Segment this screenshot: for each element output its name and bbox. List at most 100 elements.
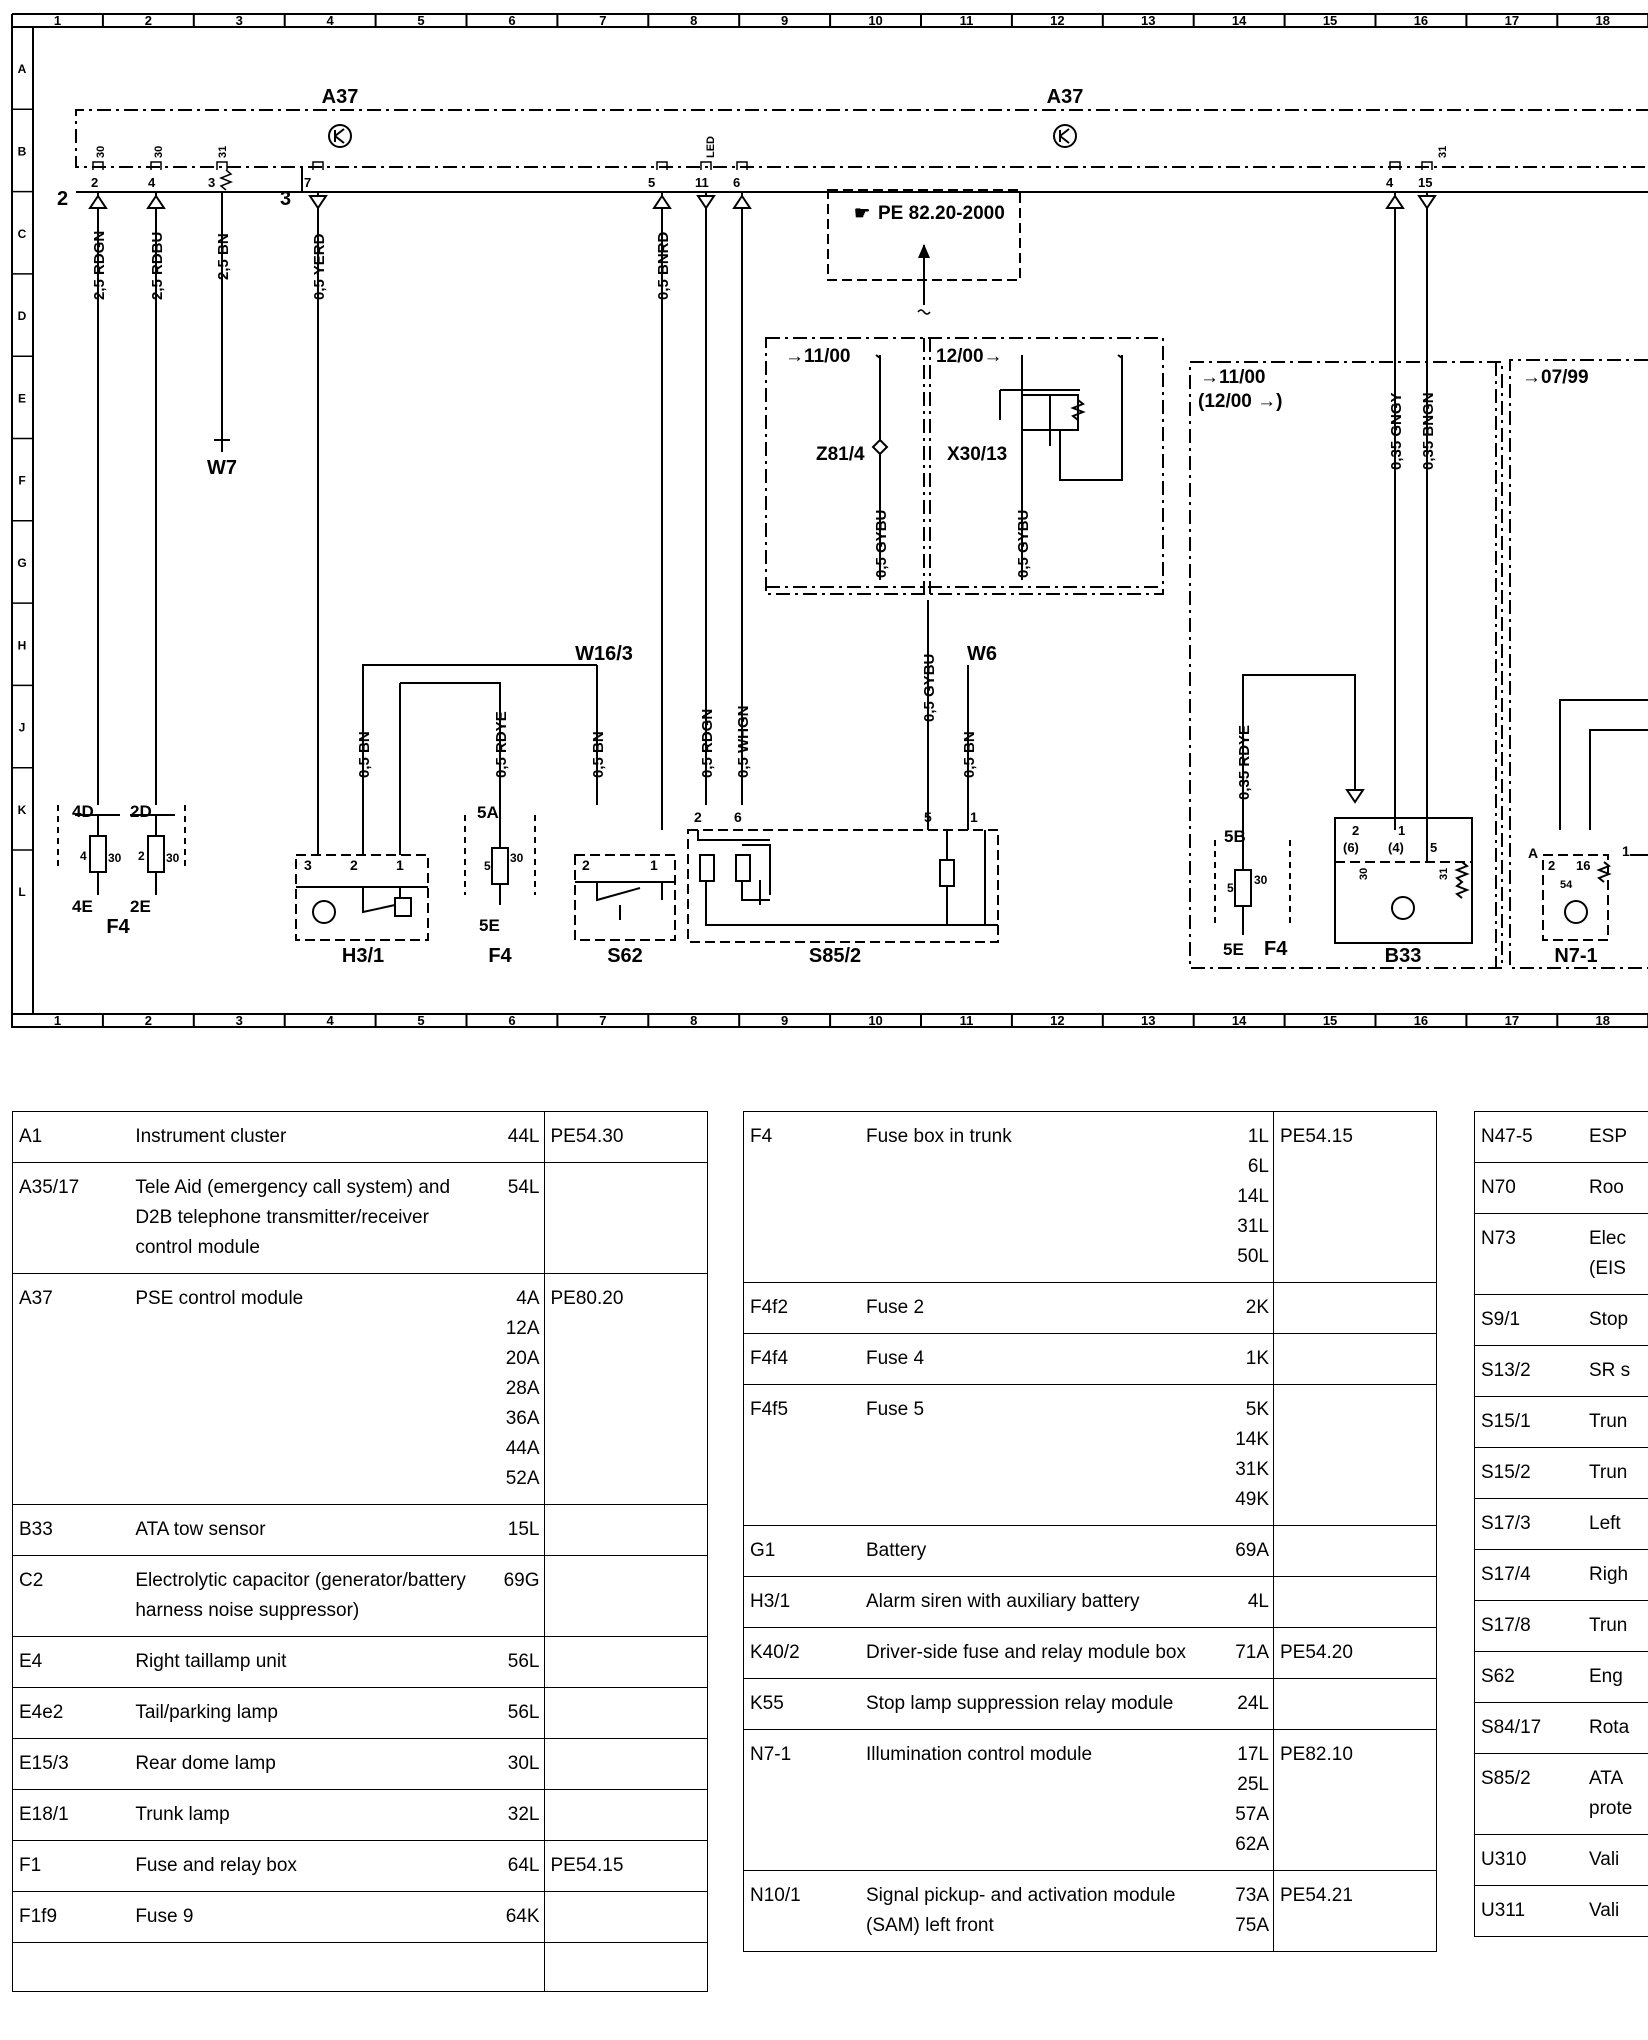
legend-code: S13/2	[1475, 1346, 1584, 1397]
column-number: 9	[781, 13, 788, 28]
h3-1-pin-2: 2	[350, 857, 358, 873]
legend-code: F1	[13, 1841, 130, 1892]
legend-coord: 56L	[487, 1637, 544, 1688]
column-number: 18	[1596, 1013, 1610, 1028]
version-label-1200-b: (12/00 →)	[1198, 391, 1282, 412]
legend-ref: PE54.15	[1274, 1112, 1437, 1283]
legend-code: A37	[13, 1274, 130, 1505]
wire-label-3: 2,5 BN	[215, 233, 232, 280]
a37-left-label: A37	[322, 86, 359, 108]
row-letter: E	[18, 391, 26, 405]
column-number: 8	[690, 13, 697, 28]
row-letter: G	[17, 556, 26, 570]
f4-inner-2: 2	[138, 849, 145, 863]
legend-code: K40/2	[744, 1628, 861, 1679]
legend-desc: Signal pickup- and activation module (SA…	[860, 1871, 1217, 1952]
legend-coord: 4L	[1217, 1577, 1274, 1628]
f4-inner-4: 4	[80, 849, 87, 863]
wire-label-16: 0,35 GNGY	[1388, 392, 1405, 470]
legend-code: N10/1	[744, 1871, 861, 1952]
wire-label-1: 2,5 RDGN	[91, 231, 108, 300]
legend-code: S85/2	[1475, 1754, 1584, 1835]
column-number: 13	[1141, 1013, 1155, 1028]
legend-coord: 2K	[1217, 1283, 1274, 1334]
wire-label-17: 0,35 BNGN	[1420, 392, 1437, 470]
f4-2-pin-5a: 5A	[477, 803, 499, 822]
legend-code: B33	[13, 1505, 130, 1556]
row-letter: K	[18, 803, 27, 817]
legend-blank-cell	[544, 1943, 708, 1992]
column-number: 12	[1050, 1013, 1064, 1028]
pe-reference-icon: ☛	[854, 203, 870, 223]
legend-desc: Fuse 9	[129, 1892, 487, 1943]
legend-code: E15/3	[13, 1739, 130, 1790]
legend-code: E4e2	[13, 1688, 130, 1739]
legend-ref	[544, 1163, 708, 1274]
column-number: 13	[1141, 13, 1155, 28]
wire-label-12: 0,5 GYBU	[1015, 510, 1032, 578]
wire-label-4: 0,5 YERD	[311, 233, 328, 300]
f4-3-pin-5e: 5E	[1223, 940, 1244, 959]
legend-code: U311	[1475, 1886, 1584, 1937]
legend-code: G1	[744, 1526, 861, 1577]
pin-led: LED	[705, 136, 717, 158]
f4-pin-2e: 2E	[130, 897, 151, 916]
row-letter: H	[18, 638, 27, 652]
legend-code: F1f9	[13, 1892, 130, 1943]
version-label-1100: →11/00	[785, 346, 851, 367]
legend-desc: Righ	[1583, 1550, 1648, 1601]
column-number: 18	[1596, 13, 1610, 28]
legend-code: S17/4	[1475, 1550, 1584, 1601]
s85-2-pin-6: 6	[734, 809, 742, 825]
legend-ref	[1274, 1577, 1437, 1628]
column-number: 7	[599, 1013, 606, 1028]
h3-1-pin-1: 1	[396, 857, 404, 873]
column-number: 3	[236, 13, 243, 28]
diagram-frame	[12, 27, 1648, 1027]
column-number: 8	[690, 1013, 697, 1028]
column-number: 4	[327, 1013, 335, 1028]
w6-label: W6	[967, 643, 997, 665]
legend-desc: Roo	[1583, 1163, 1648, 1214]
row-letter: L	[18, 885, 25, 899]
legend-code: S17/8	[1475, 1601, 1584, 1652]
row-letter: B	[18, 144, 27, 158]
x30-13-symbol	[1000, 355, 1122, 480]
n7-1-pin-2: 2	[1548, 858, 1555, 873]
legend-ref	[544, 1892, 708, 1943]
legend-ref: PE80.20	[544, 1274, 708, 1505]
legend-code: F4f4	[744, 1334, 861, 1385]
legend-desc: Tele Aid (emergency call system) and D2B…	[129, 1163, 487, 1274]
legend-code: U310	[1475, 1835, 1584, 1886]
pe-reference-label: PE 82.20-2000	[878, 203, 1005, 224]
column-number: 14	[1232, 1013, 1247, 1028]
legend-coord: 1K	[1217, 1334, 1274, 1385]
column-number: 15	[1323, 1013, 1337, 1028]
wire-label-14: 0,5 BN	[961, 731, 978, 778]
pin-6: 6	[733, 175, 740, 190]
n7-1-block	[1543, 855, 1648, 940]
column-number: 16	[1414, 13, 1428, 28]
wire-label-15: 0,35 RDYE	[1236, 725, 1253, 800]
legend-code: S62	[1475, 1652, 1584, 1703]
legend-desc: Rota	[1583, 1703, 1648, 1754]
column-number: 9	[781, 1013, 788, 1028]
legend-desc: ESP	[1583, 1112, 1648, 1163]
legend-coord: 24L	[1217, 1679, 1274, 1730]
